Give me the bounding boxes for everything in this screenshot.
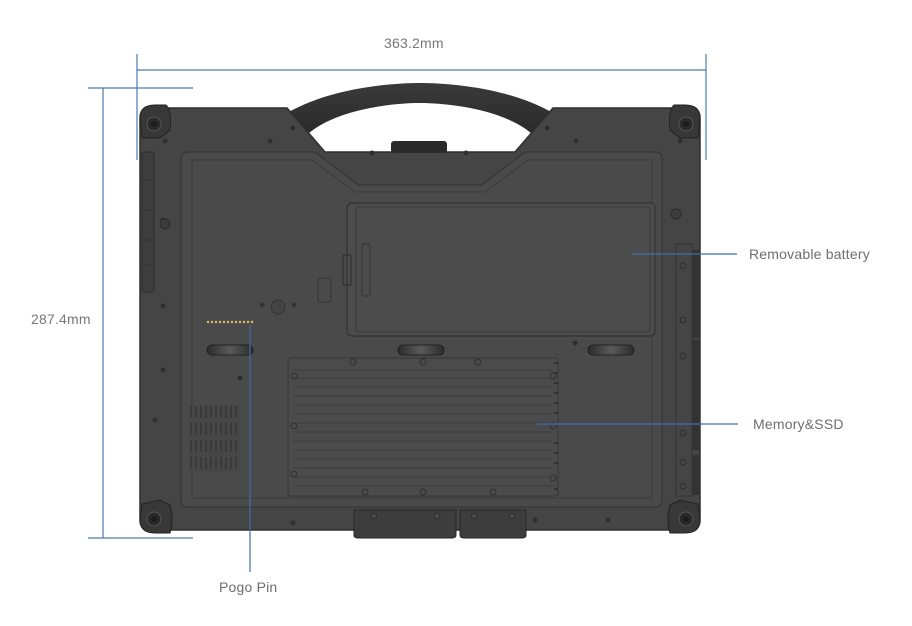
corner-bumper-top-left: [139, 104, 171, 139]
corner-bumper-top-right: [669, 104, 701, 139]
kickstand-latch: [259, 277, 332, 315]
callout-memory-ssd: Memory&SSD: [753, 416, 844, 432]
corner-bumper-bottom-left: [139, 499, 173, 534]
width-dimension-line: [136, 54, 707, 160]
width-dimension-label: 363.2mm: [384, 35, 444, 51]
side-holes: [159, 208, 682, 230]
memory-ssd-cover: [287, 357, 559, 497]
rubber-feet: [206, 344, 635, 356]
right-port-covers: [675, 243, 700, 497]
vent-grille: [189, 405, 241, 473]
pogo-pins: [206, 320, 254, 324]
carry-handle: [287, 83, 553, 134]
callout-removable-battery: Removable battery: [749, 246, 870, 262]
corner-bumper-bottom-right: [667, 499, 701, 534]
height-dimension-line: [88, 87, 193, 539]
bottom-dock-connectors: [353, 509, 527, 539]
battery-cover: [342, 202, 656, 337]
height-dimension-label: 287.4mm: [31, 311, 91, 327]
callout-pogo-pin: Pogo Pin: [219, 579, 278, 595]
leader-lines: [249, 253, 738, 572]
left-port-cover: [141, 151, 155, 293]
